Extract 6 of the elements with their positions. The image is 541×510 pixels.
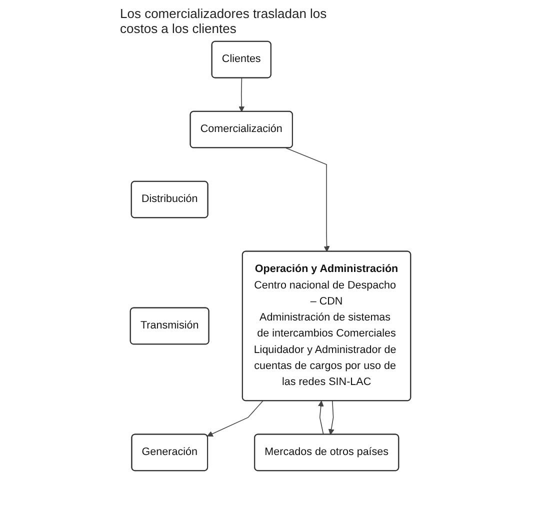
note-text: Los comercializadores trasladan los costos a los clientes	[120, 6, 328, 36]
arrow	[318, 400, 324, 436]
arrow	[238, 78, 245, 112]
arrow	[286, 148, 330, 252]
arrow	[207, 400, 264, 437]
arrow	[328, 400, 334, 435]
